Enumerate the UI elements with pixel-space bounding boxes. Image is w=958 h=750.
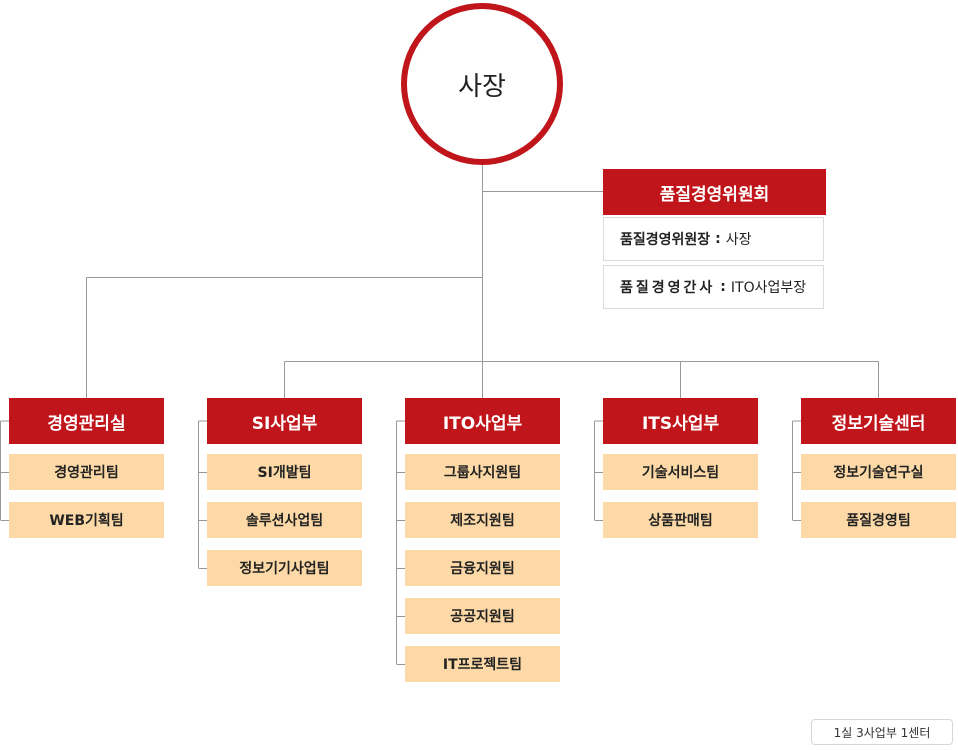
department-its-division: ITS사업부 xyxy=(603,398,758,444)
team-item: 제조지원팀 xyxy=(405,502,560,538)
team-item: 금융지원팀 xyxy=(405,550,560,586)
team-name: 그룹사지원팀 xyxy=(443,465,522,481)
quality-committee-title: 품질경영위원회 xyxy=(659,184,770,205)
department-name: 정보기술센터 xyxy=(831,413,926,434)
committee-chair-row: 품질경영위원장 : 사장 xyxy=(603,217,824,261)
summary-badge: 1실 3사업부 1센터 xyxy=(811,719,953,745)
team-item: 경영관리팀 xyxy=(9,454,164,490)
team-item: SI개발팀 xyxy=(207,454,362,490)
committee-chair-label: 품질경영위원장 xyxy=(620,232,711,248)
committee-chair-value: 사장 xyxy=(725,232,752,248)
separator: : xyxy=(715,231,721,247)
team-name: 정보기기사업팀 xyxy=(239,561,330,577)
team-name: 품질경영팀 xyxy=(846,513,911,529)
department-management-office: 경영관리실 xyxy=(9,398,164,444)
team-item: 품질경영팀 xyxy=(801,502,956,538)
committee-secretary-row: 품질경영간사 : ITO사업부장 xyxy=(603,265,824,309)
team-name: 기술서비스팀 xyxy=(641,465,720,481)
team-item: 솔루션사업팀 xyxy=(207,502,362,538)
team-item: WEB기획팀 xyxy=(9,502,164,538)
separator: : xyxy=(720,279,726,295)
department-name: 경영관리실 xyxy=(47,413,126,434)
department-name: SI사업부 xyxy=(251,413,318,434)
team-name: 공공지원팀 xyxy=(450,609,515,625)
summary-text: 1실 3사업부 1센터 xyxy=(833,725,931,740)
ceo-node: 사장 xyxy=(401,3,563,165)
team-name: 정보기술연구실 xyxy=(833,465,924,481)
team-name: 경영관리팀 xyxy=(54,465,119,481)
quality-committee-header: 품질경영위원회 xyxy=(603,169,826,215)
team-name: SI개발팀 xyxy=(257,465,312,481)
team-item: 그룹사지원팀 xyxy=(405,454,560,490)
ceo-label: 사장 xyxy=(458,71,506,102)
team-item: IT프로젝트팀 xyxy=(405,646,560,682)
team-item: 정보기기사업팀 xyxy=(207,550,362,586)
team-name: 제조지원팀 xyxy=(450,513,515,529)
team-name: 금융지원팀 xyxy=(450,561,515,577)
department-name: ITO사업부 xyxy=(442,413,523,434)
team-name: 상품판매팀 xyxy=(648,513,713,529)
department-si-division: SI사업부 xyxy=(207,398,362,444)
department-name: ITS사업부 xyxy=(641,413,720,434)
committee-secretary-label: 품질경영간사 xyxy=(620,280,716,296)
team-item: 정보기술연구실 xyxy=(801,454,956,490)
committee-secretary-value: ITO사업부장 xyxy=(730,280,807,296)
department-it-center: 정보기술센터 xyxy=(801,398,956,444)
team-name: 솔루션사업팀 xyxy=(245,513,324,529)
department-ito-division: ITO사업부 xyxy=(405,398,560,444)
team-name: WEB기획팀 xyxy=(49,513,124,529)
team-item: 상품판매팀 xyxy=(603,502,758,538)
team-name: IT프로젝트팀 xyxy=(442,657,523,673)
team-item: 기술서비스팀 xyxy=(603,454,758,490)
team-item: 공공지원팀 xyxy=(405,598,560,634)
